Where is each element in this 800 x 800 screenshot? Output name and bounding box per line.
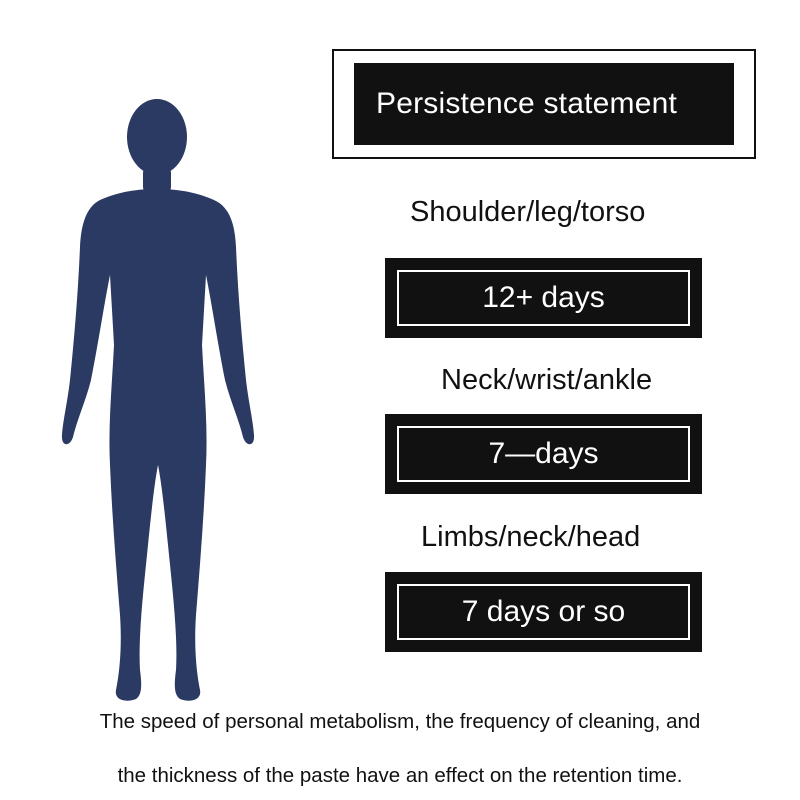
duration-value-limbs-neck-head: 7 days or so	[461, 595, 626, 628]
duration-box-inner: 7 days or so	[397, 584, 690, 640]
duration-value-neck-wrist-ankle: 7—days	[488, 437, 599, 470]
persistence-header-box: Persistence statement	[332, 49, 756, 159]
zone-label-shoulder-leg-torso: Shoulder/leg/torso	[410, 196, 646, 228]
duration-box-shoulder-leg-torso: 12+ days	[385, 258, 702, 338]
duration-box-neck-wrist-ankle: 7—days	[385, 414, 702, 494]
duration-value-shoulder-leg-torso: 12+ days	[482, 281, 605, 314]
duration-box-limbs-neck-head: 7 days or so	[385, 572, 702, 652]
persistence-title: Persistence statement	[376, 87, 678, 120]
duration-box-inner: 7—days	[397, 426, 690, 482]
persistence-header-inner: Persistence statement	[354, 63, 734, 145]
human-silhouette	[40, 95, 270, 715]
human-silhouette-icon	[61, 99, 255, 701]
zone-label-neck-wrist-ankle: Neck/wrist/ankle	[441, 364, 653, 396]
duration-box-inner: 12+ days	[397, 270, 690, 326]
zone-label-limbs-neck-head: Limbs/neck/head	[421, 521, 641, 553]
footnote-line-1: The speed of personal metabolism, the fr…	[99, 710, 701, 733]
footnote-line-2: the thickness of the paste have an effec…	[117, 764, 683, 787]
